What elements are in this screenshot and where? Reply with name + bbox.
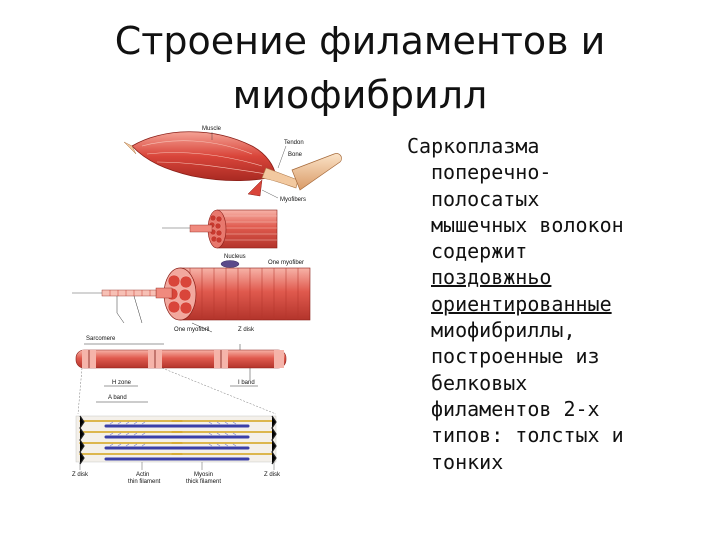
label-muscle: Muscle xyxy=(202,126,222,132)
label-i-band: I band xyxy=(238,380,255,386)
body-line-13: тонких xyxy=(431,449,504,474)
label-thick-filament: thick filament xyxy=(186,479,221,485)
slide-body-text: Саркоплазма поперечно- полосатых мышечны… xyxy=(407,133,707,475)
label-h-zone: H zone xyxy=(112,380,132,386)
label-a-band: A band xyxy=(108,395,127,401)
body-line-2: поперечно- xyxy=(431,160,552,185)
slide-title: Строение филаментов и миофибрилл xyxy=(40,14,680,122)
label-one-myofiber: One myofiber xyxy=(268,260,304,266)
body-line-5: содержит xyxy=(431,239,528,264)
title-line-2: миофибрилл xyxy=(232,73,488,117)
body-line-1: Саркоплазма xyxy=(407,134,540,158)
body-line-4: мышечных волокон xyxy=(431,212,624,237)
label-z-disk-top: Z disk xyxy=(238,327,255,333)
muscle-structure-diagram: Muscle Tendon Bone Myofibers xyxy=(72,126,342,485)
zoom-lines xyxy=(77,367,277,415)
label-myosin: Myosin xyxy=(194,472,213,478)
body-line-9: построенные из xyxy=(431,344,600,369)
fascicle-bundle xyxy=(162,209,278,249)
filament-lattice xyxy=(75,415,277,470)
label-tendon: Tendon xyxy=(284,140,304,146)
body-line-12: типов: толстых и xyxy=(431,423,624,448)
callout-lines xyxy=(116,295,213,333)
label-actin: Actin xyxy=(136,472,149,478)
label-z-disk-left: Z disk xyxy=(72,472,89,478)
whole-muscle xyxy=(123,131,342,197)
label-one-myofibril: One myofibril xyxy=(174,327,209,333)
title-line-1: Строение филаментов и xyxy=(114,19,606,63)
label-sarcomere: Sarcomere xyxy=(86,336,116,342)
body-line-3: полосатых xyxy=(431,186,540,211)
body-line-7: ориентированные xyxy=(431,291,612,316)
label-z-disk-right: Z disk xyxy=(264,472,281,478)
label-myofibers: Myofibers xyxy=(280,197,306,203)
label-bone: Bone xyxy=(288,152,303,158)
myofiber-cylinder xyxy=(72,260,311,321)
label-nucleus: Nucleus xyxy=(224,254,246,260)
body-line-6: поздовжньо xyxy=(431,265,552,290)
body-line-8: миофибриллы, xyxy=(431,318,576,343)
muscle-structure-figure: Muscle Tendon Bone Myofibers xyxy=(62,118,347,488)
label-thin-filament: thin filament xyxy=(128,479,161,485)
myofibril-bands: Sarcomere H zone A band I band xyxy=(75,336,287,403)
body-line-11: филаментов 2-х xyxy=(431,396,600,421)
body-line-10: белковых xyxy=(431,370,528,395)
